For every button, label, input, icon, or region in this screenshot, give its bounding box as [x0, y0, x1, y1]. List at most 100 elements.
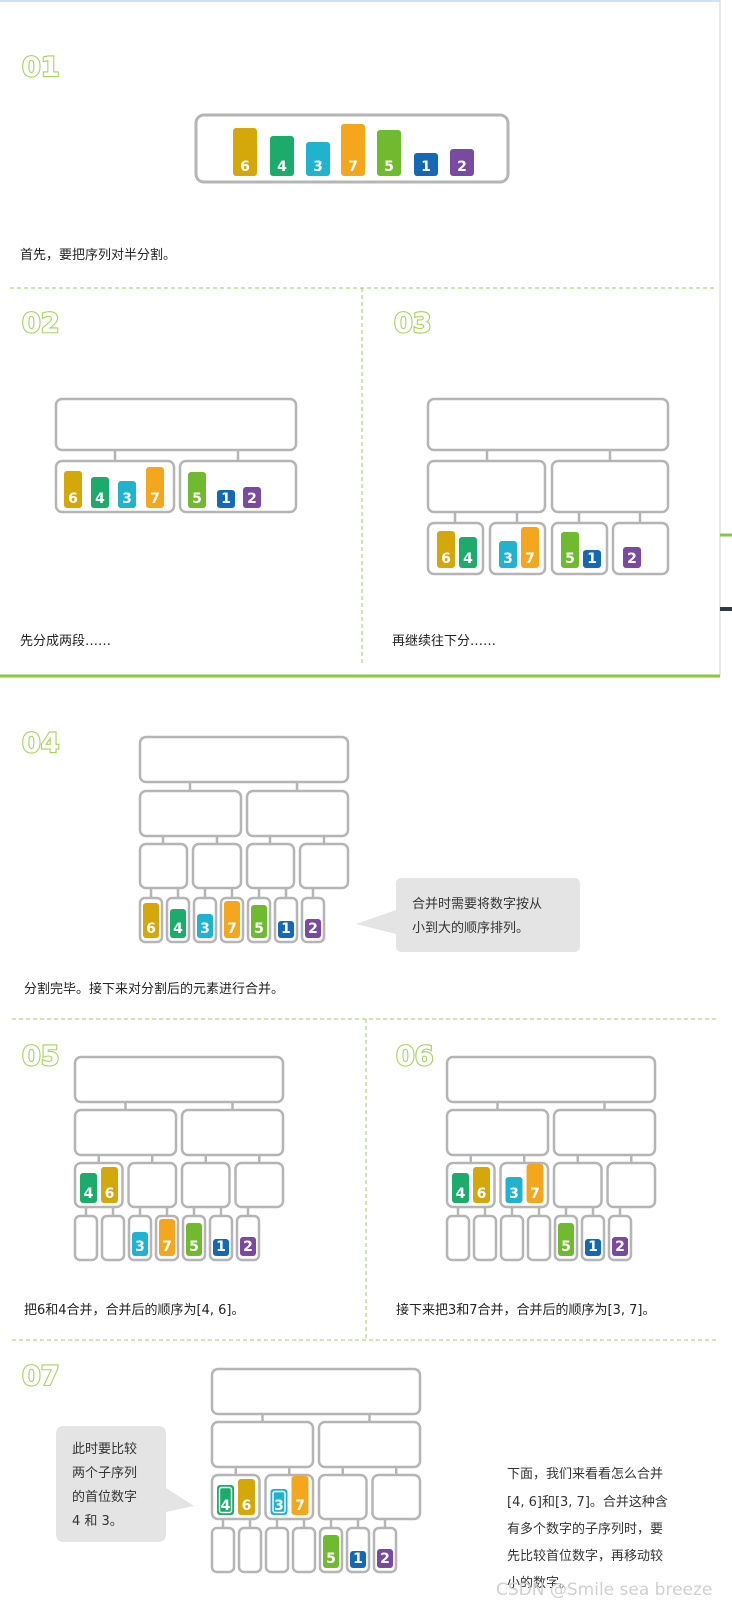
- number-bar-1: 1: [278, 921, 294, 938]
- single-slot: [210, 1526, 236, 1574]
- number-bar-3: 3: [306, 142, 330, 176]
- step-number: 01: [22, 52, 60, 83]
- number-label: 2: [457, 159, 467, 175]
- level-1-box: [138, 789, 243, 838]
- number-bar-2: 2: [450, 149, 474, 176]
- level-2-box: [234, 1161, 285, 1209]
- level-2-box: [371, 1473, 422, 1521]
- number-bar-4: 4: [170, 909, 186, 938]
- number-label: 6: [240, 159, 250, 175]
- number-label: 2: [380, 1551, 390, 1567]
- step-number: 04: [22, 728, 60, 759]
- description: 下面，我们来看看怎么合并 [4, 6]和[3, 7]。合并这种含 有多个数字的子…: [507, 1466, 668, 1591]
- number-label: 7: [150, 491, 160, 507]
- number-bar-5: 5: [323, 1535, 339, 1568]
- number-label: 6: [441, 551, 451, 567]
- number-bar-1: 1: [583, 550, 601, 568]
- level-1-box: [426, 459, 547, 514]
- level-0-box: [138, 735, 350, 784]
- number-bar-1: 1: [414, 153, 438, 176]
- step-number: 06: [396, 1041, 434, 1072]
- single-slot: [100, 1214, 126, 1262]
- number-label: 3: [135, 1239, 145, 1255]
- level-0-box: [73, 1055, 285, 1104]
- step-caption: 分割完毕。接下来对分割后的元素进行合并。: [24, 981, 284, 997]
- bubble-line-2: 两个子序列: [72, 1466, 137, 1481]
- number-bar-6: 6: [473, 1167, 490, 1203]
- number-bar-3: 3: [132, 1232, 148, 1256]
- number-label: 5: [326, 1551, 336, 1567]
- speech-bubble: 合并时需要将数字按从 小到大的顺序排列。: [356, 878, 580, 952]
- level-0-box: [210, 1367, 422, 1416]
- single-slot: [499, 1214, 525, 1262]
- number-label: 7: [525, 551, 535, 567]
- level-2-box: [298, 842, 350, 890]
- number-bar-5: 5: [186, 1223, 202, 1256]
- speech-bubble: 此时要比较 两个子序列 的首位数字 4 和 3。: [56, 1426, 194, 1542]
- level-1-box: [445, 1108, 550, 1157]
- bubble-line-1: 此时要比较: [72, 1442, 137, 1457]
- number-bar-6: 6: [143, 903, 159, 938]
- number-label: 3: [274, 1498, 284, 1514]
- number-label: 5: [384, 159, 394, 175]
- number-bar-2: 2: [623, 547, 641, 568]
- number-bar-1: 1: [585, 1239, 601, 1256]
- number-label: 3: [509, 1186, 519, 1202]
- number-bar-7: 7: [526, 1164, 544, 1203]
- desc-line-4: 先比较首位数字，再移动较: [507, 1549, 663, 1564]
- desc-line-2: [4, 6]和[3, 7]。合并这种含: [507, 1494, 668, 1510]
- level-2-box: [606, 1161, 657, 1209]
- number-label: 4: [463, 551, 473, 567]
- number-bar-4: 4: [91, 477, 109, 508]
- number-bar-1: 1: [350, 1551, 366, 1568]
- level-0-box: [426, 397, 670, 452]
- number-bar-5: 5: [251, 905, 267, 938]
- level-1-box: [73, 1108, 178, 1157]
- number-label: 3: [503, 551, 513, 567]
- number-label: 1: [216, 1239, 226, 1255]
- number-label: 4: [173, 921, 183, 937]
- step-caption: 首先，要把序列对半分割。: [20, 247, 176, 263]
- frame: [0, 0, 732, 678]
- number-label: 7: [227, 921, 237, 937]
- number-bar-7: 7: [159, 1219, 175, 1256]
- number-label: 2: [308, 921, 318, 937]
- number-label: 5: [565, 551, 575, 567]
- level-1-box: [317, 1420, 422, 1469]
- desc-line-1: 下面，我们来看看怎么合并: [507, 1466, 663, 1482]
- desc-line-3: 有多个数字的子序列时，要: [507, 1521, 663, 1537]
- watermark: CSDN @Smile sea breeze: [496, 1580, 712, 1600]
- number-bar-7: 7: [146, 467, 164, 508]
- step-caption: 再继续往下分……: [392, 634, 496, 649]
- number-label: 5: [254, 921, 264, 937]
- level-1-box: [245, 789, 350, 838]
- number-bar-5: 5: [558, 1223, 574, 1256]
- number-bar-5: 5: [377, 130, 401, 176]
- single-slot: [472, 1214, 498, 1262]
- number-bar-3: 3: [270, 1489, 288, 1515]
- number-label: 6: [477, 1186, 487, 1202]
- level-2-box: [317, 1473, 368, 1521]
- number-bar-3: 3: [197, 914, 213, 938]
- number-bar-6: 6: [238, 1479, 255, 1515]
- single-slot: [264, 1526, 290, 1574]
- level-1-box: [550, 459, 670, 514]
- step-caption: 先分成两段……: [20, 634, 111, 649]
- number-bar-2: 2: [305, 919, 321, 938]
- number-bar-6: 6: [437, 531, 455, 568]
- number-bar-4: 4: [452, 1173, 469, 1203]
- number-bar-7: 7: [224, 901, 240, 938]
- number-bar-4: 4: [459, 537, 477, 568]
- number-label: 5: [192, 491, 202, 507]
- number-label: 2: [615, 1239, 625, 1255]
- number-bar-4: 4: [80, 1173, 97, 1203]
- number-label: 4: [221, 1498, 231, 1514]
- step-caption: 把6和4合并，合并后的顺序为[4, 6]。: [24, 1302, 245, 1318]
- number-label: 7: [162, 1239, 172, 1255]
- number-label: 3: [313, 159, 323, 175]
